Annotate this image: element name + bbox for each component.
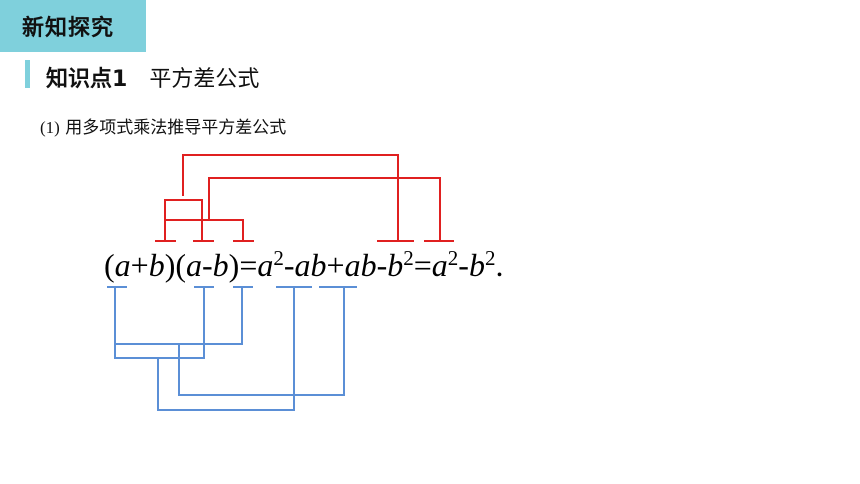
formula-token: b [387, 247, 403, 283]
knowledge-point-heading: 知识点1 平方差公式 [46, 61, 259, 93]
formula-token: 2 [403, 246, 414, 270]
blue-connector-b-b [178, 287, 345, 396]
formula-token: a [257, 247, 273, 283]
formula-token: - [202, 247, 213, 283]
formula-token: . [495, 247, 503, 283]
formula-token: ab [345, 247, 377, 283]
section-title: 新知探究 [22, 16, 115, 41]
blue-connectors [107, 286, 357, 411]
subtitle-text: 用多项式乘法推导平方差公式 [59, 118, 287, 138]
knowledge-point-title: 平方差公式 [149, 67, 260, 92]
blue-connector-a-a [114, 287, 205, 359]
subtitle: (1) 用多项式乘法推导平方差公式 [40, 113, 286, 138]
knowledge-point-number: 知识点1 [46, 67, 128, 92]
formula-token: ab [295, 247, 327, 283]
formula-token: )( [165, 247, 186, 283]
knowledge-point-marker [25, 60, 30, 88]
formula-token: = [414, 247, 432, 283]
formula-token: a [115, 247, 131, 283]
red-connectors [155, 154, 454, 242]
formula-token: )= [229, 247, 258, 283]
red-connector-b-a [182, 154, 399, 240]
formula-token: - [284, 247, 295, 283]
section-tab: 新知探究 [0, 0, 146, 52]
formula-token: b [149, 247, 165, 283]
red-connector-b-b [208, 177, 441, 240]
formula-token: b [213, 247, 229, 283]
blue-connector-a-b [115, 287, 243, 345]
formula-token: + [131, 247, 149, 283]
formula-token: - [377, 247, 388, 283]
formula-token: b [469, 247, 485, 283]
blue-connector-b-a [157, 287, 295, 411]
formula-token: 2 [273, 246, 284, 270]
formula-token: - [458, 247, 469, 283]
formula-token: 2 [485, 246, 496, 270]
formula: (a+b)(a-b)=a2-ab+ab-b2=a2-b2. [104, 246, 503, 283]
formula-token: a [432, 247, 448, 283]
formula-token: 2 [448, 246, 459, 270]
formula-token: a [186, 247, 202, 283]
formula-token: ( [104, 247, 115, 283]
subtitle-index: (1) [40, 118, 60, 137]
formula-token: + [327, 247, 345, 283]
red-connector-a-b [165, 219, 244, 240]
